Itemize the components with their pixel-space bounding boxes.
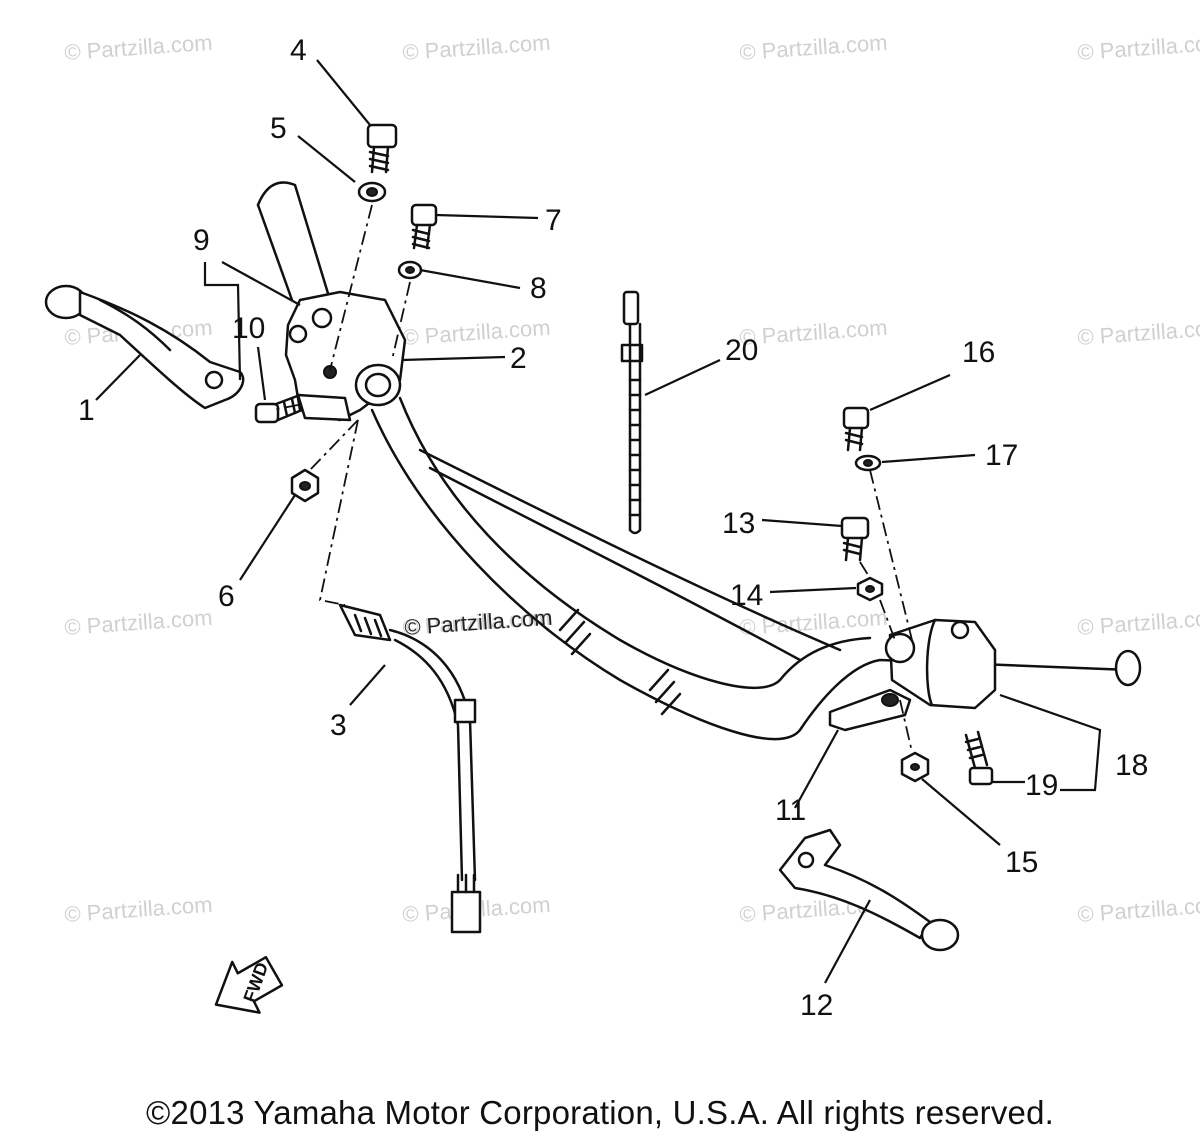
forward-arrow: FWD [214,955,284,1014]
callout-16: 16 [962,336,995,369]
callout-8: 8 [530,272,547,305]
callout-18: 18 [1115,749,1148,782]
callout-1: 1 [78,394,95,427]
watermark: © Partzilla.com [402,30,552,65]
clutch-switch [338,603,482,934]
callout-10: 10 [232,312,265,345]
brake-lever [778,828,960,952]
leader-lines [95,59,1102,984]
watermark: © Partzilla.com [64,30,214,65]
clutch-lever-holder [284,290,407,422]
nut-6 [290,468,320,503]
cable-tie [620,290,644,535]
washer-8 [397,260,423,280]
callout-15: 15 [1005,846,1038,879]
callout-3: 3 [330,709,347,742]
clutch-lever [44,284,245,410]
bolt-19 [964,730,994,786]
callout-6: 6 [218,580,235,613]
callout-14: 14 [730,579,763,612]
watermark: © Partzilla.com [739,315,889,350]
washer-14 [856,576,884,602]
callout-13: 13 [722,507,755,540]
watermark: © Partzilla.com [64,892,214,927]
bolt-4 [366,123,398,174]
assembly-lines [271,204,913,753]
callout-11: 11 [775,794,806,827]
watermark: © Partzilla.com [1077,605,1200,640]
washer-5 [357,181,387,203]
bolt-7 [410,203,438,250]
watermark-center: © Partzilla.com [404,605,554,640]
callout-9: 9 [193,224,210,257]
callout-4: 4 [290,34,307,67]
watermark: © Partzilla.com [1077,892,1200,927]
bolt-10 [254,393,304,424]
lever-bracket-11 [828,688,912,732]
callout-5: 5 [270,112,287,145]
bolt-13 [840,516,870,562]
nut-15 [900,751,930,783]
throttle-housing [884,618,997,710]
watermark: © Partzilla.com [402,315,552,350]
watermark: © Partzilla.com [739,30,889,65]
callout-17: 17 [985,439,1018,472]
watermark: © Partzilla.com [1077,30,1200,65]
callouts: 1 2 3 4 5 6 7 8 9 10 11 12 13 14 15 16 1… [78,34,1148,1022]
watermark: © Partzilla.com [1077,315,1200,350]
callout-19: 19 [1025,769,1058,802]
watermark: © Partzilla.com [64,605,214,640]
callout-7: 7 [545,204,562,237]
handlebar [256,181,1142,741]
callout-12: 12 [800,989,833,1022]
callout-20: 20 [725,334,758,367]
bolt-16 [842,406,870,452]
copyright-notice: ©2013 Yamaha Motor Corporation, U.S.A. A… [146,1094,1054,1131]
callout-2: 2 [510,342,527,375]
washer-17 [854,454,882,472]
